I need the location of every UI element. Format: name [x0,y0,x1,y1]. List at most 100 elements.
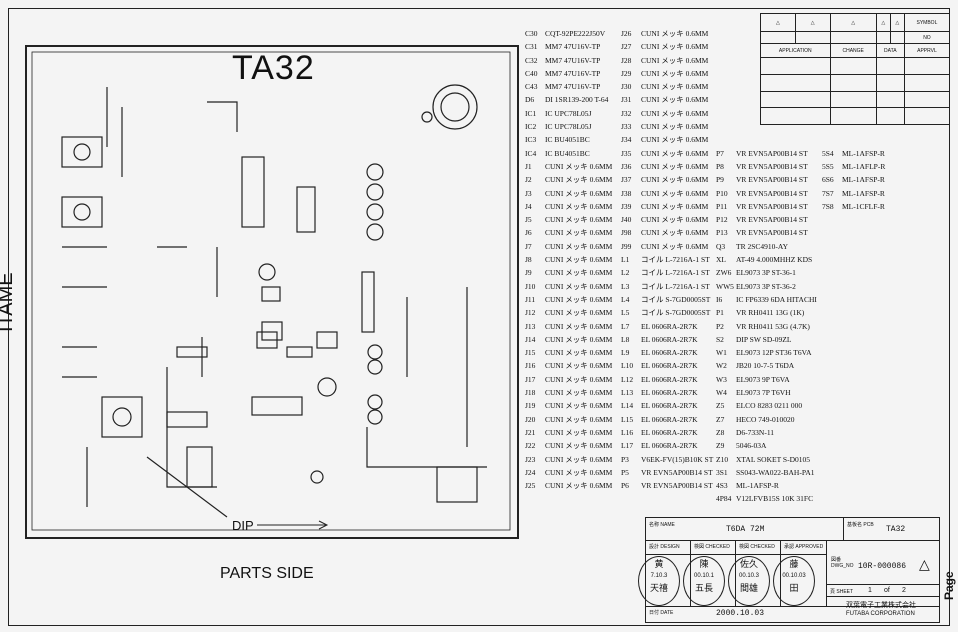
part-reference: J22 [525,441,536,451]
pcb-layout-drawing [31,51,511,531]
stamp-text: 田 [789,583,799,593]
part-value: コイル S-7GD0005ST [641,308,711,318]
part-reference: J13 [525,321,536,331]
part-reference: J32 [621,108,632,118]
part-value: EL 0606RA-2R7K [641,334,698,344]
part-reference: W1 [716,348,727,358]
part-value: CUNI メッキ 0.6MM [545,188,613,198]
part-reference: IC4 [525,148,537,158]
part-value: V6EK-FV(15)B10K ST [641,454,714,464]
part-value: EL 0606RA-2R7K [641,374,698,384]
part-reference: 4P84 [716,494,732,504]
part-reference: L15 [621,414,634,424]
part-value: CUNI メッキ 0.6MM [641,108,709,118]
part-reference: L8 [621,334,630,344]
part-value: CUNI メッキ 0.6MM [545,255,613,265]
part-value: EL 0606RA-2R7K [641,321,698,331]
drawing-frame [8,8,950,626]
part-reference: P3 [621,454,629,464]
part-reference: WW5 [716,281,734,291]
part-reference: J17 [525,374,536,384]
part-value: CUNI メッキ 0.6MM [545,374,613,384]
part-reference: P5 [621,467,629,477]
part-value: DI 1SR139-200 T-64 [545,95,609,105]
part-value: CUNI メッキ 0.6MM [641,201,709,211]
part-reference: L12 [621,374,634,384]
part-reference: P7 [716,148,724,158]
part-reference: C31 [525,42,538,52]
part-value: AT-49 4.000MHHZ KDS [736,255,813,265]
part-reference: W2 [716,361,727,371]
part-reference: J5 [525,215,532,225]
part-reference: 4S3 [716,481,728,491]
product-name: T6DA 72M [726,525,765,534]
part-value: VR EVN5AP00B14 ST [736,188,808,198]
part-value: CUNI メッキ 0.6MM [545,241,613,251]
part-value: JB20 10-7-5 T6DA [736,361,795,371]
part-reference: L7 [621,321,630,331]
col-application: APPLICATION [760,43,831,58]
col-change: CHANGE [829,43,877,58]
part-value: VR EVN5AP00B14 ST [736,161,808,171]
part-reference: J1 [525,161,532,171]
part-value: DIP SW SD-09ZL [736,334,792,344]
part-reference: J8 [525,255,532,265]
part-value: CUNI メッキ 0.6MM [545,427,613,437]
part-value: CUNI メッキ 0.6MM [641,215,709,225]
part-reference: J21 [525,427,536,437]
part-value: EL9073 9P T6VA [736,374,790,384]
checked-label: 検図 CHECKED [694,544,730,550]
part-value: コイル S-7GD0005ST [641,294,711,304]
rev-symbol-icon: △ [760,13,796,32]
part-value: VR EVN5AP00B14 ST [736,228,808,238]
part-value: EL 0606RA-2R7K [641,388,698,398]
part-value: CUNI メッキ 0.6MM [545,215,613,225]
part-reference: C40 [525,68,538,78]
part-value: EL9073 12P ST36 T6VA [736,348,812,358]
part-reference: L14 [621,401,634,411]
part-reference: D6 [525,95,535,105]
part-value: ML-1AFSP-R [842,188,885,198]
page-tab[interactable]: Page [942,571,956,600]
part-value: CUNI メッキ 0.6MM [545,467,613,477]
part-reference: J37 [621,175,632,185]
part-reference: 5S5 [822,161,834,171]
part-reference: J36 [621,161,632,171]
part-reference: L3 [621,281,630,291]
part-value: CUNI メッキ 0.6MM [641,82,709,92]
dwg-no-label: 図番 DWG_NO [831,557,854,569]
part-reference: 3S1 [716,467,728,477]
part-value: CUNI メッキ 0.6MM [641,122,709,132]
part-value: CUNI メッキ 0.6MM [641,148,709,158]
part-reference: IC3 [525,135,537,145]
part-value: CUNI メッキ 0.6MM [545,281,613,291]
part-reference: J6 [525,228,532,238]
part-value: VR EVN5AP00B14 ST [736,201,808,211]
part-reference: P10 [716,188,728,198]
